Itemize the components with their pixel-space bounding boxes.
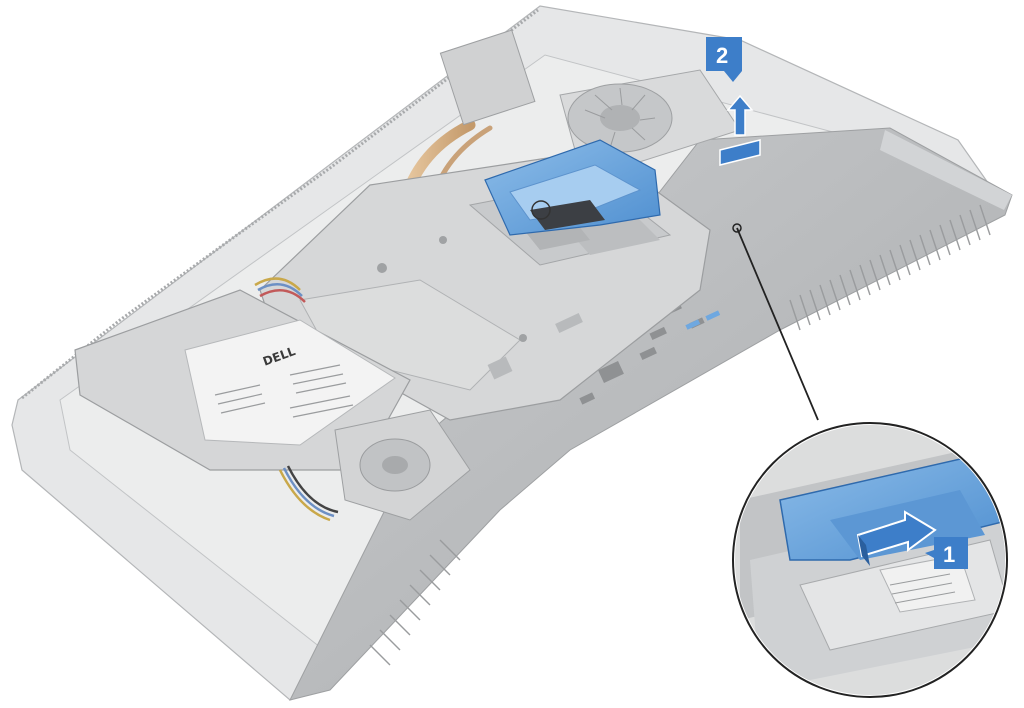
push-arrow [856, 510, 937, 566]
callout-2-badge: 2 [706, 37, 742, 82]
hard-drive-bracket [484, 139, 661, 236]
callout-1-label: 1 [943, 542, 955, 567]
zoom-leader-line [736, 227, 819, 421]
lift-arrow [719, 94, 761, 166]
callout-1-badge: 1 [925, 537, 968, 569]
system-fan [559, 69, 741, 166]
secondary-fan [334, 409, 471, 521]
zoom-detail: 1 [732, 422, 1008, 698]
callout-2-label: 2 [716, 43, 728, 68]
stand-cover [289, 127, 1013, 701]
cable-bundle [254, 277, 339, 522]
